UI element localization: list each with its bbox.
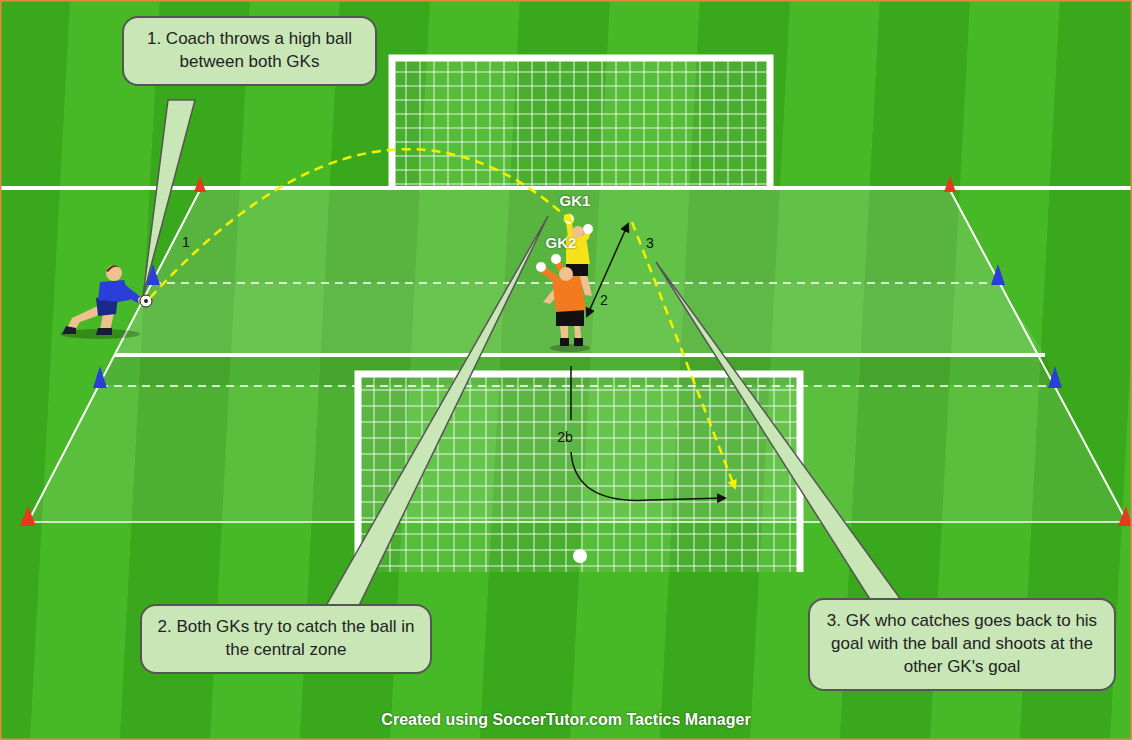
jump-arrow <box>587 224 628 316</box>
player-name: GK1 <box>560 192 591 209</box>
net-line <box>392 72 770 73</box>
net-line <box>678 374 679 572</box>
callout-number: 2b <box>557 429 573 445</box>
net-line <box>518 374 519 572</box>
net-line <box>532 58 533 188</box>
net-line <box>406 58 407 188</box>
net-line <box>358 486 800 487</box>
net-line <box>470 374 471 572</box>
callout-number: 1 <box>182 234 190 250</box>
gk2-figure <box>536 254 590 352</box>
net-line <box>672 58 673 188</box>
net-line <box>448 58 449 188</box>
goal-frame <box>392 58 770 188</box>
callout-tail <box>143 100 195 296</box>
net-line <box>630 374 631 572</box>
net-line <box>392 184 770 185</box>
callout-text: 3. GK who catches goes back to his goal … <box>824 610 1100 679</box>
net-line <box>358 566 800 567</box>
shot-path <box>632 222 735 488</box>
net-line <box>392 128 770 129</box>
net-line <box>434 58 435 188</box>
net-line <box>694 374 695 572</box>
net-line <box>438 374 439 572</box>
callout-box: 3. GK who catches goes back to his goal … <box>808 598 1116 691</box>
net-line <box>358 502 800 503</box>
net-line <box>728 58 729 188</box>
net-line <box>756 58 757 188</box>
net-line <box>560 58 561 188</box>
net-line <box>646 374 647 572</box>
goal-net-back <box>358 374 800 572</box>
bottom-goal <box>358 374 800 572</box>
net-line <box>774 374 775 572</box>
net-line <box>490 58 491 188</box>
zone-line <box>115 353 1045 357</box>
net-line <box>392 170 770 171</box>
coach-figure <box>60 265 144 339</box>
net-line <box>392 86 770 87</box>
watermark: Created using SoccerTutor.com Tactics Ma… <box>381 711 750 729</box>
net-line <box>462 58 463 188</box>
top-zone <box>153 190 998 283</box>
callout-number: 3 <box>646 235 654 251</box>
cones <box>20 176 1132 526</box>
player-name: GK2 <box>546 234 577 251</box>
net-line <box>504 58 505 188</box>
run-arrow <box>571 366 725 500</box>
net-line <box>392 100 770 101</box>
net-line <box>358 422 800 423</box>
net-line <box>502 374 503 572</box>
goal-net-back <box>392 58 770 188</box>
net-line <box>392 156 770 157</box>
callout-box: 2. Both GKs try to catch the ball in the… <box>140 604 432 674</box>
net-line <box>358 406 800 407</box>
net-line <box>566 374 567 572</box>
callout-tail <box>656 262 912 615</box>
callout-tail <box>318 216 548 620</box>
net-line <box>742 58 743 188</box>
net-line <box>662 374 663 572</box>
net-line <box>598 374 599 572</box>
net-line <box>392 114 770 115</box>
net-line <box>534 374 535 572</box>
net-line <box>710 374 711 572</box>
net-line <box>588 58 589 188</box>
net-line <box>476 58 477 188</box>
net-line <box>582 374 583 572</box>
net-line <box>574 58 575 188</box>
goal-frame <box>358 374 800 572</box>
net-line <box>700 58 701 188</box>
net-line <box>644 58 645 188</box>
net-line <box>614 374 615 572</box>
callout-box: 1. Coach throws a high ball between both… <box>122 16 377 86</box>
callout-text: 1. Coach throws a high ball between both… <box>138 28 361 74</box>
net-line <box>358 518 800 519</box>
net-line <box>392 142 770 143</box>
callout-number: 2 <box>600 292 608 308</box>
net-line <box>658 58 659 188</box>
net-line <box>486 374 487 572</box>
net-line <box>550 374 551 572</box>
net-line <box>686 58 687 188</box>
net-line <box>726 374 727 572</box>
net-line <box>742 374 743 572</box>
net-line <box>602 58 603 188</box>
net-line <box>546 58 547 188</box>
net-line <box>630 58 631 188</box>
net-line <box>420 58 421 188</box>
net-line <box>714 58 715 188</box>
callout-text: 2. Both GKs try to catch the ball in the… <box>156 616 416 662</box>
net-line <box>518 58 519 188</box>
net-line <box>358 534 800 535</box>
top-goal <box>392 58 770 188</box>
ball-path <box>150 149 572 298</box>
net-line <box>358 390 800 391</box>
spot <box>573 549 587 563</box>
net-line <box>616 58 617 188</box>
